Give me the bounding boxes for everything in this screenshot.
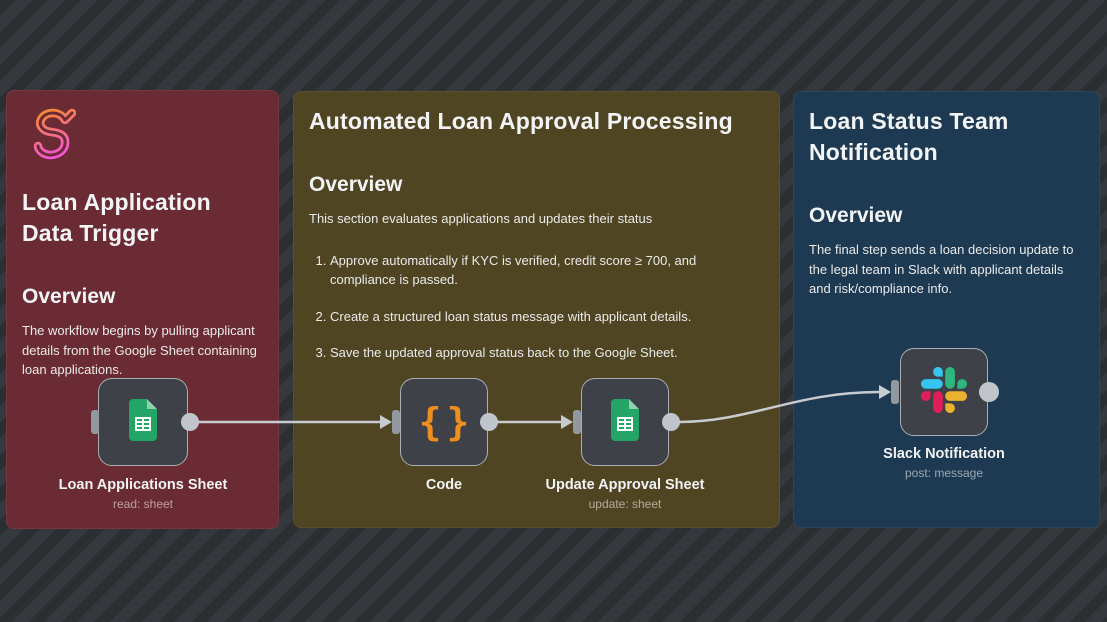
node-label: Slack Notification xyxy=(883,446,1005,462)
node-label: Loan Applications Sheet xyxy=(58,477,228,493)
node-sublabel: read: sheet xyxy=(112,497,174,511)
node-caption: Code xyxy=(324,477,564,493)
sticky-section-heading: Overview xyxy=(309,173,403,196)
google-sheets-icon xyxy=(127,398,159,446)
node-caption: Slack Notification post: message xyxy=(824,446,1064,480)
node-code[interactable]: {} xyxy=(400,378,488,466)
sticky-note-slack-notification[interactable]: Loan Status Team Notification Overview T… xyxy=(793,91,1100,528)
sticky-section-heading: Overview xyxy=(22,285,116,308)
node-update-approval-sheet[interactable] xyxy=(581,378,669,466)
sticky-title: Automated Loan Approval Processing xyxy=(309,108,733,134)
code-braces-icon: {} xyxy=(418,400,475,444)
node-label: Update Approval Sheet xyxy=(545,477,705,493)
sticky-title: Loan Application Data Trigger xyxy=(22,189,211,246)
slack-icon xyxy=(921,366,967,418)
sticky-body-text: The final step sends a loan decision upd… xyxy=(809,242,1074,296)
sticky-section-heading: Overview xyxy=(809,204,903,227)
list-item: Create a structured loan status message … xyxy=(330,307,764,327)
node-slack-notification[interactable] xyxy=(900,348,988,436)
sticky-title: Loan Status Team Notification xyxy=(809,108,1009,165)
node-caption: Loan Applications Sheet read: sheet xyxy=(23,477,263,511)
list-item: Approve automatically if KYC is verified… xyxy=(330,251,764,290)
sticky-note-approval-processing[interactable]: Automated Loan Approval Processing Overv… xyxy=(293,91,780,528)
sticky-body-text: The workflow begins by pulling applicant… xyxy=(22,323,257,377)
google-sheets-icon xyxy=(609,398,641,446)
node-sublabel: update: sheet xyxy=(588,497,662,511)
node-sublabel: post: message xyxy=(904,466,984,480)
s-gradient-logo-icon xyxy=(30,105,263,163)
node-label: Code xyxy=(425,477,463,493)
node-caption: Update Approval Sheet update: sheet xyxy=(505,477,745,511)
sticky-body-text: This section evaluates applications and … xyxy=(309,211,653,226)
sticky-numbered-list: Approve automatically if KYC is verified… xyxy=(309,251,764,363)
node-loan-applications-sheet[interactable] xyxy=(98,378,188,466)
list-item: Save the updated approval status back to… xyxy=(330,343,764,363)
